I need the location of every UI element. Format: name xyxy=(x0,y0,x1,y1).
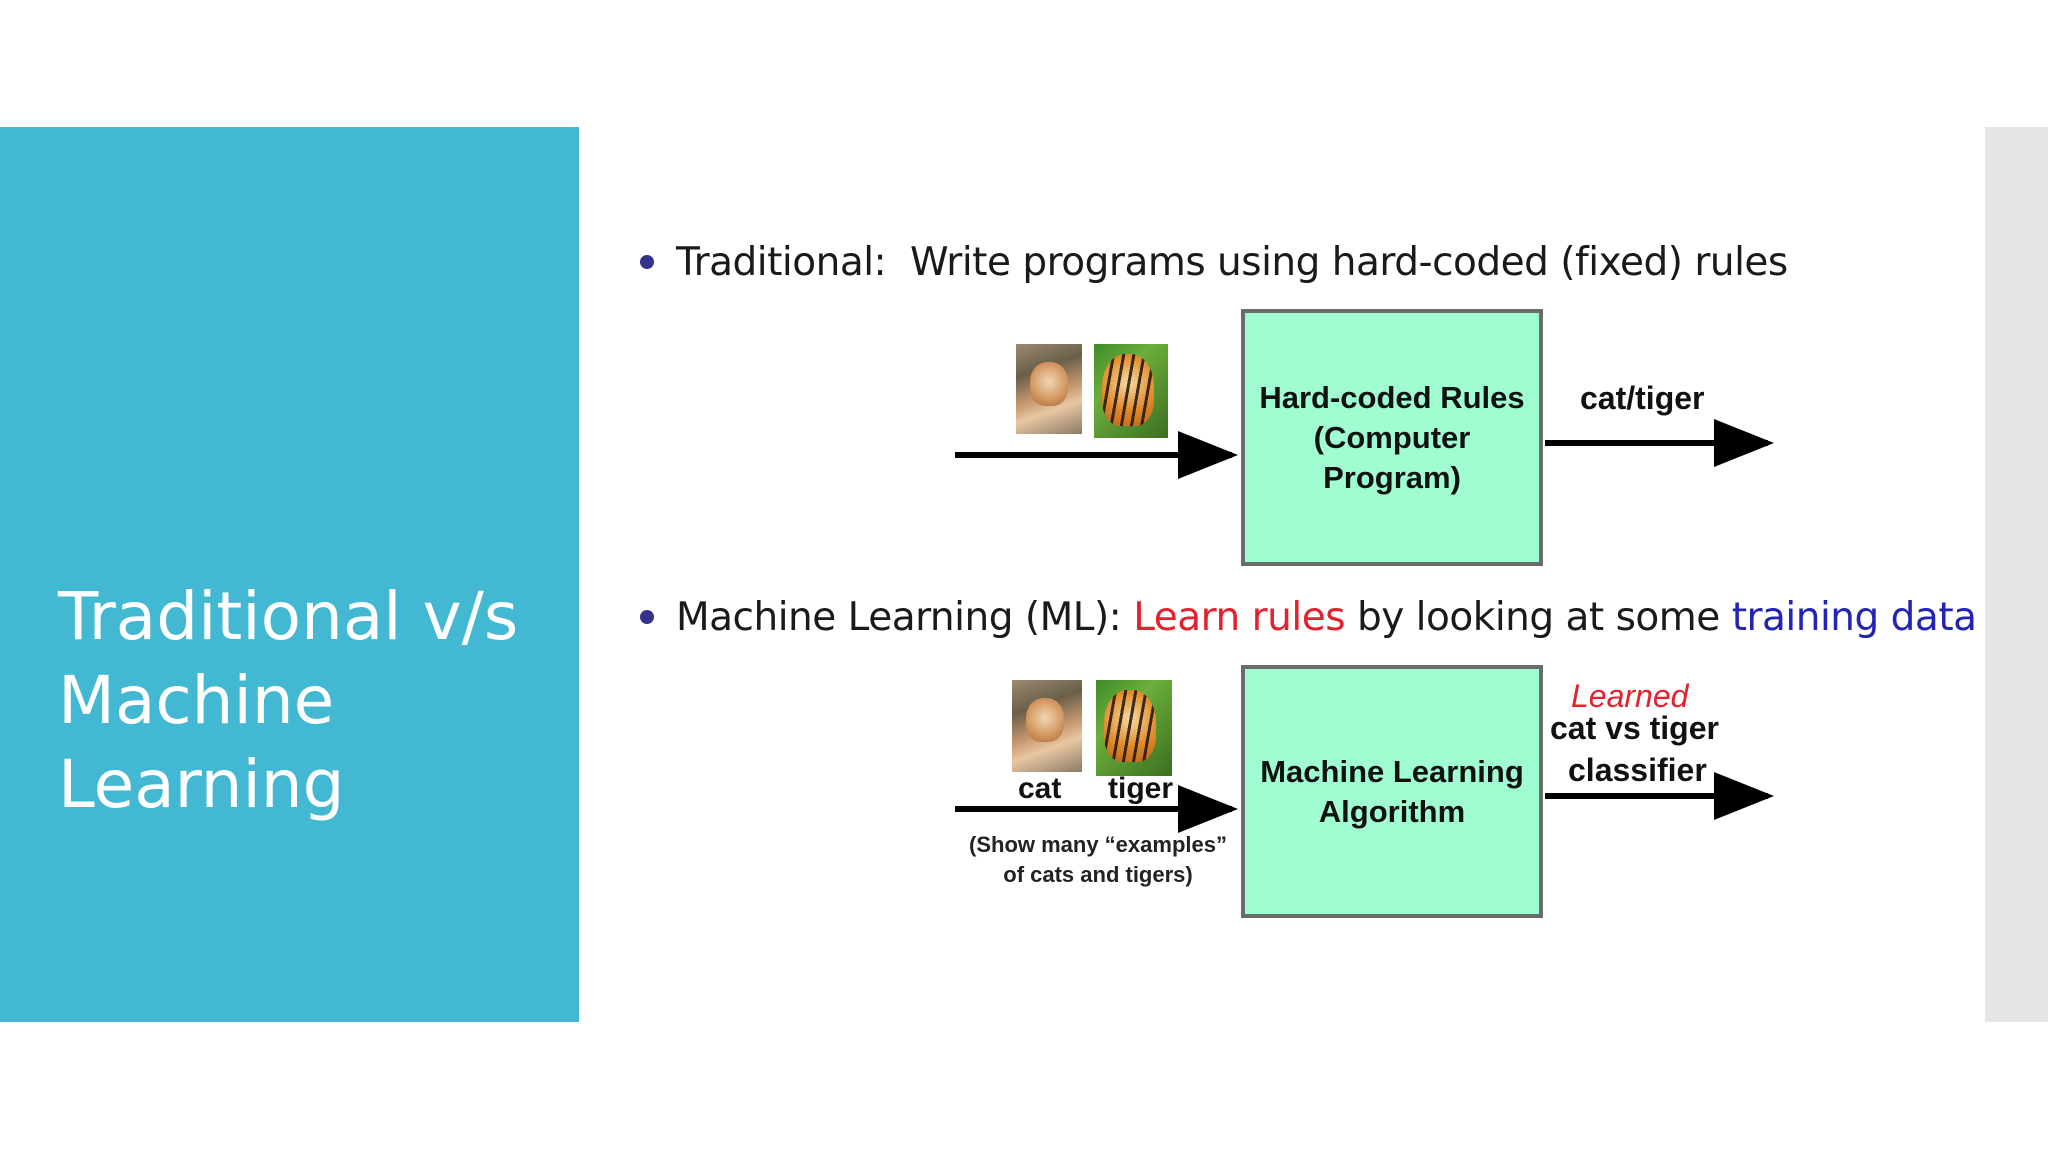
title-panel: Traditional v/s Machine Learning xyxy=(0,127,579,1022)
traditional-output-label: cat/tiger xyxy=(1580,380,1704,417)
examples-note-line1: (Show many “examples” xyxy=(968,830,1228,860)
hard-coded-rules-text: Hard-coded Rules (Computer Program) xyxy=(1245,378,1539,498)
examples-note: (Show many “examples” of cats and tigers… xyxy=(968,830,1228,890)
ml-prefix: Machine Learning (ML): xyxy=(676,595,1121,640)
cat-example-image xyxy=(1012,680,1082,772)
ml-output-line2: classifier xyxy=(1568,752,1707,789)
tiger-example-image xyxy=(1096,680,1172,776)
ml-output-line1: cat vs tiger xyxy=(1550,710,1719,747)
side-strip xyxy=(1985,127,2048,1022)
traditional-label: Traditional: xyxy=(676,240,886,285)
machine-learning-algorithm-box: Machine Learning Algorithm xyxy=(1241,665,1543,918)
bullet-dot-icon xyxy=(640,255,654,269)
cat-image xyxy=(1016,344,1082,434)
ml-highlight-training-data: training data xyxy=(1732,595,1977,640)
slide-title: Traditional v/s Machine Learning xyxy=(58,575,558,827)
bullet-dot-icon xyxy=(640,610,654,624)
bullet-traditional: Traditional: Write programs using hard-c… xyxy=(640,240,1788,285)
tiger-label: tiger xyxy=(1108,772,1173,806)
traditional-text: Write programs using hard-coded (fixed) … xyxy=(910,240,1788,285)
examples-note-line2: of cats and tigers) xyxy=(968,860,1228,890)
hard-coded-rules-box: Hard-coded Rules (Computer Program) xyxy=(1241,309,1543,566)
ml-highlight-learn-rules: Learn rules xyxy=(1133,595,1345,640)
bullet-machine-learning: Machine Learning (ML): Learn rules by lo… xyxy=(640,595,1977,640)
ml-middle: by looking at some xyxy=(1357,595,1720,640)
cat-label: cat xyxy=(1018,772,1061,806)
machine-learning-algorithm-text: Machine Learning Algorithm xyxy=(1260,752,1524,832)
tiger-image xyxy=(1094,344,1168,438)
